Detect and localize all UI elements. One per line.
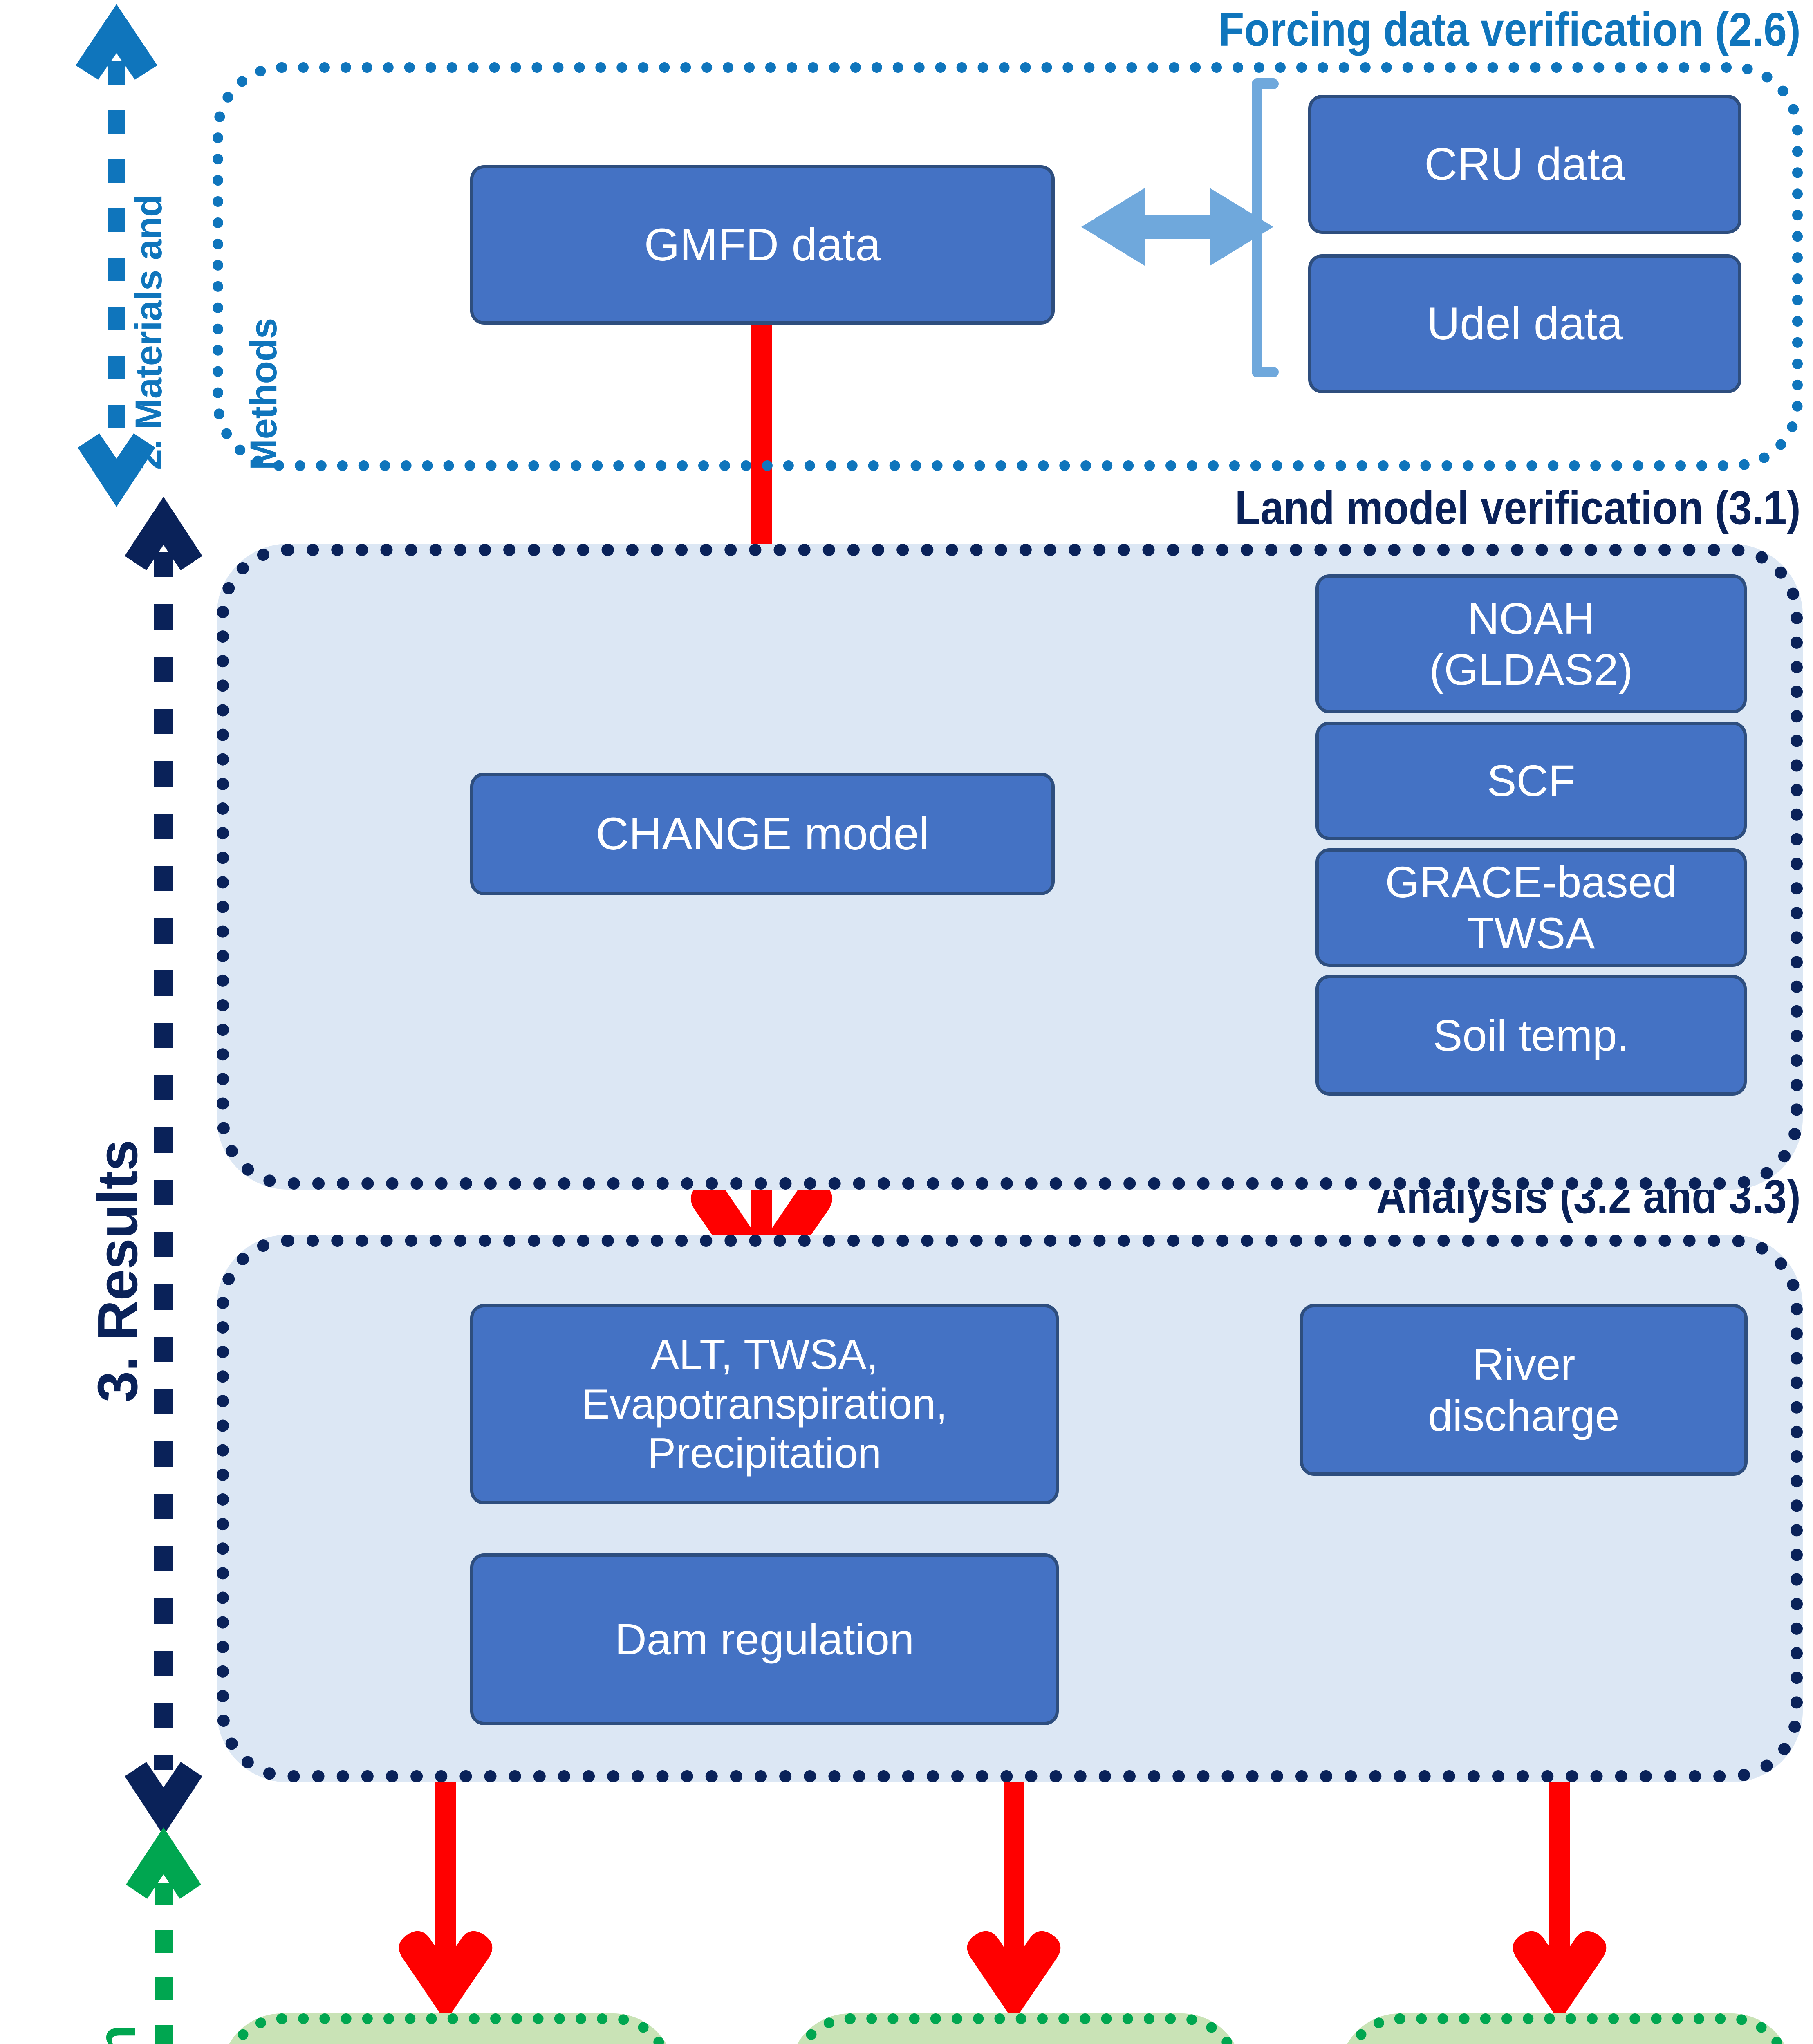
flow-arrow-to-dam-impact	[967, 1780, 1061, 2022]
flow-arrow-to-climate-memory	[1513, 1780, 1607, 2022]
side-label-line1: 2. Materials and	[128, 194, 170, 470]
label-dam-impact: Artificial impact of dam regulation on w…	[797, 2022, 1235, 2044]
label-climate-memory: Climate memory (4.3)	[1347, 2022, 1784, 2044]
box-noah-gldas2[interactable]: NOAH (GLDAS2)	[1315, 574, 1747, 713]
side-label-results: 3. Results	[86, 1140, 149, 1403]
panel-discussion-climate-memory[interactable]	[1339, 2013, 1793, 2044]
box-cru-data[interactable]: CRU data	[1308, 95, 1741, 234]
box-grace-based-twsa[interactable]: GRACE-based TWSA	[1315, 848, 1747, 967]
panel-forcing-data-verification	[213, 62, 1803, 471]
box-variables[interactable]: ALT, TWSA, Evapotranspiration, Precipita…	[470, 1304, 1059, 1504]
box-gmfd-data[interactable]: GMFD data	[470, 165, 1055, 325]
panel-discussion-dam-impact[interactable]	[789, 2013, 1243, 2044]
label-permafrost: Effect of permafrost warming on summer d…	[229, 2022, 666, 2044]
box-soil-temp[interactable]: Soil temp.	[1315, 975, 1747, 1096]
discussion-axis-arrow	[126, 1827, 201, 2044]
flow-arrow-to-permafrost	[399, 1780, 493, 2022]
box-udel-data[interactable]: Udel data	[1308, 254, 1741, 393]
box-river-discharge[interactable]: River discharge	[1300, 1304, 1748, 1476]
heading-forcing: Forcing data verification (2.6)	[1219, 3, 1801, 56]
box-change-model[interactable]: CHANGE model	[470, 773, 1055, 895]
panel-discussion-permafrost[interactable]	[221, 2013, 675, 2044]
box-dam-regulation[interactable]: Dam regulation	[470, 1553, 1059, 1725]
heading-landmodel: Land model verification (3.1)	[1235, 481, 1801, 534]
box-scf[interactable]: SCF	[1315, 722, 1747, 840]
side-label-discussion: 4. Discussion	[25, 2025, 208, 2044]
